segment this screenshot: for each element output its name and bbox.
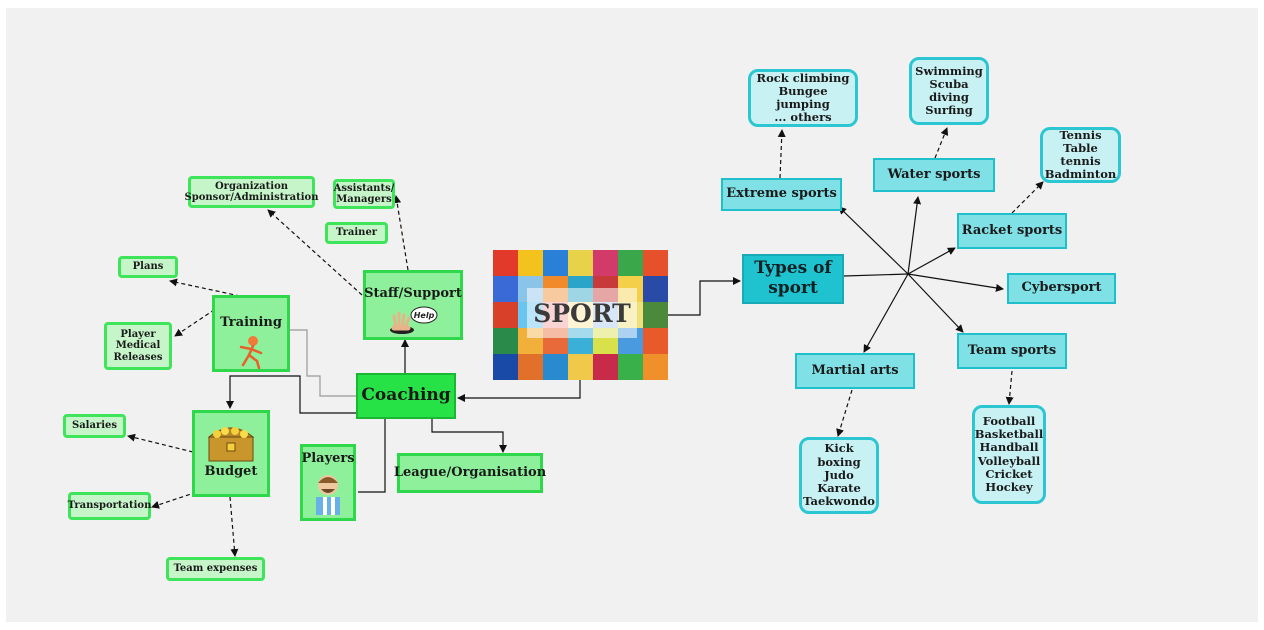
salaries-node[interactable]: Salaries — [63, 414, 126, 438]
treasure-chest-icon — [207, 427, 255, 462]
league-node[interactable]: League/Organisation — [393, 453, 547, 493]
plans-node[interactable]: Plans — [118, 256, 178, 278]
extreme-item-1: Rock climbing — [756, 70, 850, 85]
trainer-node[interactable]: Trainer — [325, 222, 388, 244]
staff-support-label: Staff/Support — [364, 286, 462, 301]
water-item-2: Scuba diving — [929, 76, 969, 104]
extreme-list-node[interactable]: Rock climbing Bungee jumping ... others — [748, 69, 858, 127]
martial-list-node[interactable]: Kick boxing Judo Karate Taekwondo — [799, 437, 879, 514]
team-item-2: Basketball — [974, 427, 1044, 442]
martial-item-1: Kick boxing — [817, 441, 861, 469]
types-line-2: sport — [768, 278, 818, 298]
player-medical-node[interactable]: Player Medical Releases — [104, 322, 172, 370]
martial-item-2: Judo — [824, 467, 854, 482]
organization-line-1: Organization — [214, 180, 289, 192]
players-node[interactable]: Players — [300, 444, 356, 521]
team-item-1: Football — [982, 413, 1036, 428]
team-expenses-label: Team expenses — [173, 563, 258, 575]
team-sports-node[interactable]: Team sports — [957, 333, 1067, 369]
transportation-label: Transportation — [67, 500, 152, 512]
martial-item-4: Taekwondo — [803, 494, 875, 509]
player-medical-line-2: Medical — [115, 340, 161, 352]
racket-item-2: Table tennis — [1060, 140, 1101, 168]
plans-label: Plans — [132, 261, 164, 273]
league-label: League/Organisation — [393, 464, 547, 480]
extreme-item-3: ... others — [774, 110, 832, 125]
team-item-5: Cricket — [985, 466, 1033, 481]
help-hand-icon: Help — [390, 306, 438, 334]
budget-node[interactable]: Budget — [192, 410, 270, 497]
types-line-1: Types of — [754, 258, 832, 279]
water-item-1: Swimming — [915, 63, 983, 78]
training-label: Training — [220, 315, 282, 330]
team-sports-label: Team sports — [967, 342, 1057, 358]
coaching-node[interactable]: Coaching — [356, 373, 456, 419]
cybersport-node[interactable]: Cybersport — [1007, 273, 1116, 304]
coaching-label: Coaching — [361, 385, 451, 406]
help-badge-text: Help — [414, 311, 435, 320]
martial-item-3: Karate — [817, 481, 861, 496]
team-expenses-node[interactable]: Team expenses — [166, 557, 265, 581]
runner-icon — [239, 335, 263, 369]
organization-line-2: Sponsor/Administration — [184, 192, 319, 203]
sport-title: SPORT — [527, 288, 637, 338]
players-label: Players — [301, 451, 355, 466]
staff-support-node[interactable]: Staff/Support Help — [363, 270, 463, 340]
assistants-node[interactable]: Assistants/ Managers — [333, 179, 395, 209]
racket-item-1: Tennis — [1059, 127, 1102, 142]
training-node[interactable]: Training — [212, 295, 290, 372]
martial-arts-node[interactable]: Martial arts — [795, 353, 915, 389]
water-sports-node[interactable]: Water sports — [873, 158, 995, 192]
organization-node[interactable]: Organization Sponsor/Administration — [185, 176, 318, 208]
team-list-node[interactable]: Football Basketball Handball Volleyball … — [972, 405, 1046, 504]
budget-label: Budget — [204, 464, 258, 479]
extreme-sports-node[interactable]: Extreme sports — [721, 178, 842, 211]
trainer-label: Trainer — [335, 227, 378, 239]
extreme-sports-label: Extreme sports — [726, 186, 837, 202]
martial-arts-label: Martial arts — [811, 362, 899, 378]
assistants-line-2: Managers — [336, 194, 392, 205]
team-item-3: Handball — [979, 440, 1039, 455]
transportation-node[interactable]: Transportation — [68, 492, 151, 520]
cybersport-label: Cybersport — [1021, 280, 1102, 296]
water-list-node[interactable]: Swimming Scuba diving Surfing — [909, 57, 989, 125]
water-item-3: Surfing — [925, 103, 973, 118]
team-item-4: Volleyball — [977, 453, 1041, 468]
water-sports-label: Water sports — [887, 166, 981, 182]
racket-sports-label: Racket sports — [961, 222, 1063, 238]
extreme-item-2: Bungee jumping — [776, 83, 830, 111]
player-face-icon — [316, 474, 340, 515]
racket-list-node[interactable]: Tennis Table tennis Badminton — [1040, 127, 1121, 183]
racket-item-3: Badminton — [1044, 167, 1117, 182]
assistants-line-1: Assistants/ — [333, 182, 395, 194]
salaries-label: Salaries — [71, 420, 118, 432]
types-of-sport-node[interactable]: Types of sport — [742, 254, 844, 304]
player-medical-line-1: Player — [120, 328, 156, 340]
team-item-6: Hockey — [985, 479, 1033, 494]
racket-sports-node[interactable]: Racket sports — [957, 213, 1067, 249]
player-medical-line-3: Releases — [113, 351, 163, 363]
